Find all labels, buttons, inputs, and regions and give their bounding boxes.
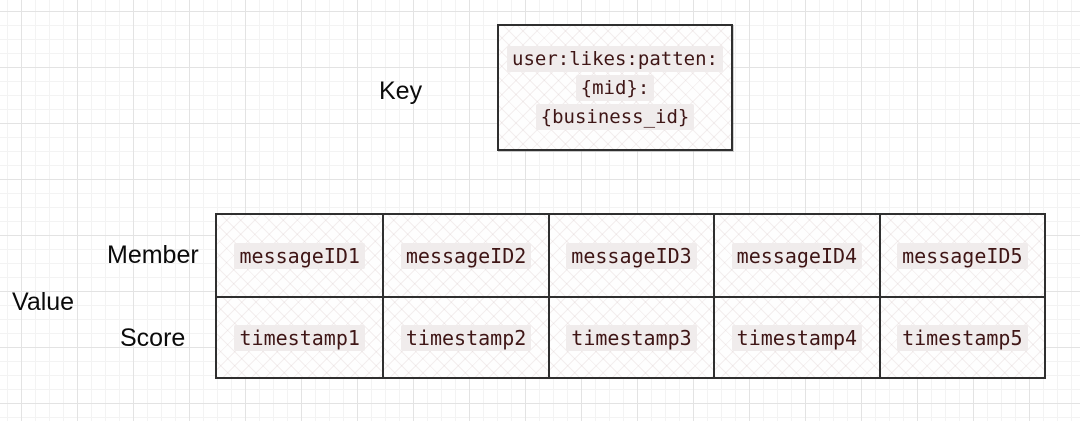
key-box: user:likes:patten: {mid}: {business_id} [497,24,733,151]
score-cell: timestamp1 [217,296,383,377]
score-value: timestamp4 [731,324,863,351]
key-pattern-line: user:likes:patten: [507,45,723,72]
score-cell: timestamp5 [878,296,1044,377]
member-value: messageID1 [234,242,365,269]
member-value: messageID5 [897,242,1028,269]
key-pattern-line: {business_id} [535,103,695,130]
score-value: timestamp1 [234,324,365,351]
score-value: timestamp5 [897,324,1028,351]
score-value: timestamp3 [566,324,697,351]
member-row-label: Member [107,241,199,269]
score-cell: timestamp2 [382,296,548,377]
member-cell: messageID5 [878,215,1044,296]
member-cell: messageID1 [217,215,383,296]
score-cell: timestamp3 [547,296,714,377]
key-label: Key [379,77,423,105]
score-value: timestamp2 [400,324,532,351]
member-value: messageID4 [731,242,863,269]
member-value: messageID3 [566,242,697,269]
score-cell: timestamp4 [713,296,879,377]
member-cell: messageID4 [713,215,879,296]
member-cell: messageID3 [547,215,714,296]
member-value: messageID2 [400,242,532,269]
key-pattern-line: {mid}: [575,74,655,101]
member-cell: messageID2 [382,215,548,296]
value-label: Value [12,288,75,316]
score-row-label: Score [120,324,186,352]
sorted-set-table: messageID1 messageID2 messageID3 message… [215,213,1046,379]
